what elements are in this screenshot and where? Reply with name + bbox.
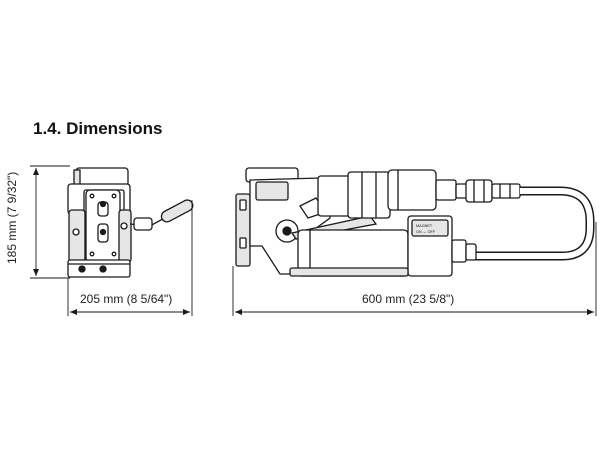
height-dimension (30, 165, 70, 279)
width-label: 205 mm (8 5/64") (80, 292, 172, 306)
section-title: Dimensions (66, 119, 163, 138)
front-width-dimension (67, 200, 193, 316)
magnet-switch-label: MAGNET (416, 224, 433, 228)
on-off-switch-label: ON ↔ OFF (416, 230, 436, 234)
section-heading: 1.4. Dimensions (33, 119, 162, 139)
section-number: 1.4. (33, 119, 62, 138)
front-view (67, 167, 194, 278)
length-dimension (232, 222, 597, 316)
side-view (235, 167, 595, 277)
height-label: 185 mm (7 9/32") (5, 172, 19, 264)
length-label: 600 mm (23 5/8") (362, 292, 454, 306)
